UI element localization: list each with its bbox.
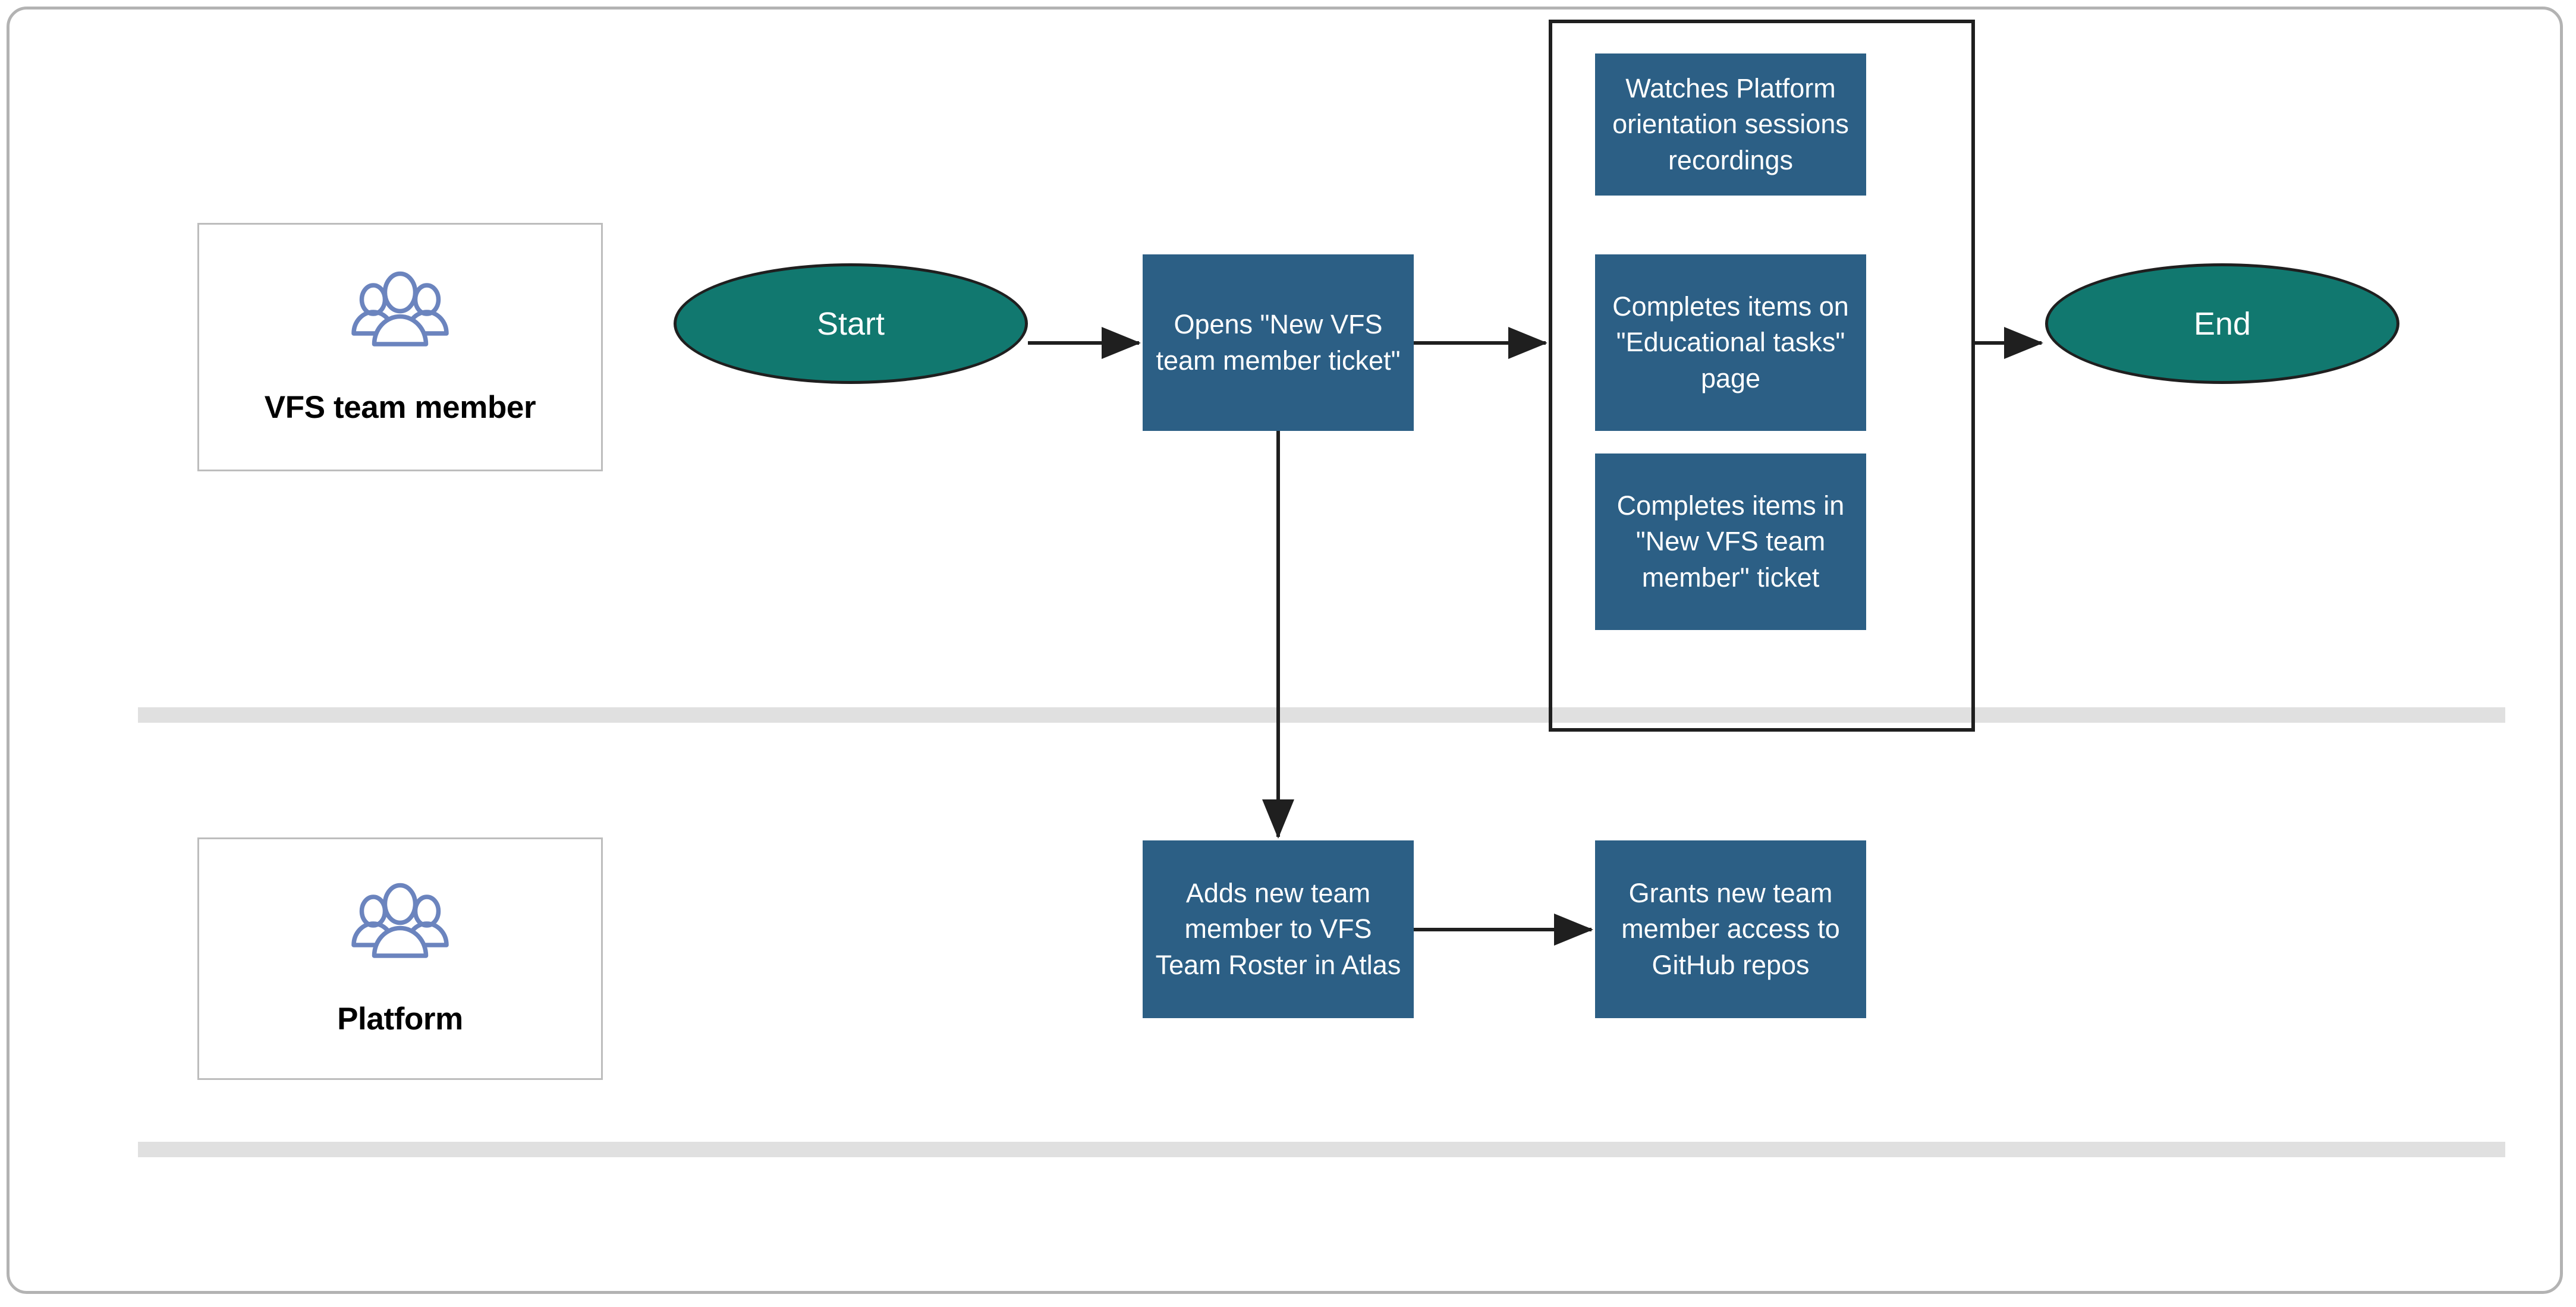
node-watches-platform-orientation-recordings[interactable]: Watches Platform orientation sessions re… (1595, 53, 1866, 196)
node-start-label: Start (816, 306, 885, 342)
lane-divider-bottom (138, 1142, 2505, 1157)
group-container-onboarding-tasks[interactable] (1549, 20, 1975, 732)
lane-divider-top (138, 707, 2505, 723)
node-open-ticket-label: Opens "New VFS team member ticket" (1156, 309, 1401, 376)
node-start[interactable]: Start (674, 263, 1028, 384)
node-ticket-items-label: Completes items in "New VFS team member"… (1616, 490, 1845, 593)
people-group-icon (351, 271, 449, 347)
lane-label-vfs-team-member: VFS team member (264, 389, 536, 425)
node-add-roster-label: Adds new team member to VFS Team Roster … (1155, 878, 1401, 980)
node-end-label: End (2193, 306, 2251, 342)
node-edu-tasks-label: Completes items on "Educational tasks" p… (1612, 291, 1849, 393)
people-group-icon (351, 883, 449, 958)
node-opens-new-vfs-team-member-ticket[interactable]: Opens "New VFS team member ticket" (1143, 254, 1414, 431)
lane-label-platform: Platform (337, 1001, 463, 1037)
node-completes-educational-tasks[interactable]: Completes items on "Educational tasks" p… (1595, 254, 1866, 431)
node-end[interactable]: End (2045, 263, 2399, 384)
node-completes-ticket-items[interactable]: Completes items in "New VFS team member"… (1595, 453, 1866, 630)
node-grants-github-repo-access[interactable]: Grants new team member access to GitHub … (1595, 840, 1866, 1018)
node-adds-member-to-vfs-team-roster[interactable]: Adds new team member to VFS Team Roster … (1143, 840, 1414, 1018)
lane-header-vfs-team-member[interactable]: VFS team member (197, 223, 611, 479)
page-frame (7, 7, 2563, 1294)
lane-header-platform[interactable]: Platform (197, 837, 611, 1088)
node-grant-access-label: Grants new team member access to GitHub … (1621, 878, 1840, 980)
node-watch-label: Watches Platform orientation sessions re… (1612, 73, 1849, 175)
